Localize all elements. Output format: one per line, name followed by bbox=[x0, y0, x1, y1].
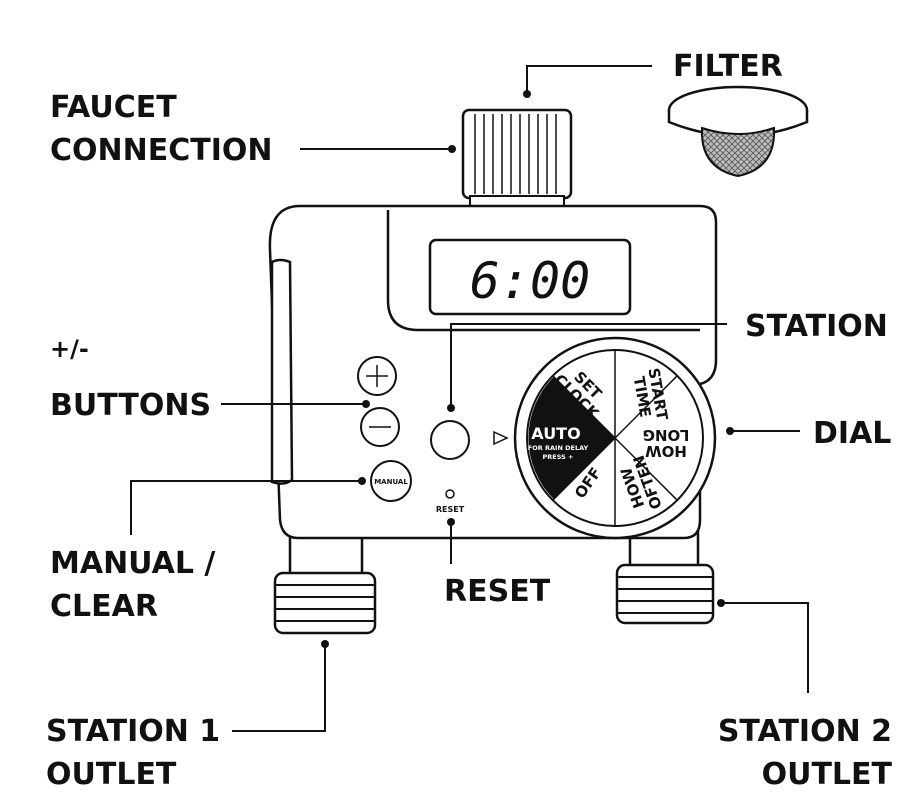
dial-how-long-line1: HOW bbox=[645, 442, 687, 460]
plus-icon bbox=[366, 365, 388, 387]
station-1-outlet-fitting bbox=[273, 533, 377, 635]
label-station2-line1: STATION 2 bbox=[718, 714, 892, 749]
display-time: 6:00 bbox=[470, 252, 590, 310]
callout-dots bbox=[321, 90, 734, 648]
reset-small-label: RESET bbox=[436, 505, 465, 514]
minus-button[interactable] bbox=[360, 407, 400, 447]
label-manual-line2: CLEAR bbox=[50, 589, 158, 624]
lcd-display: 6:00 bbox=[428, 238, 632, 316]
manual-button[interactable]: MANUAL bbox=[370, 460, 412, 502]
label-faucet-line2: CONNECTION bbox=[50, 133, 272, 168]
label-station1-line2: OUTLET bbox=[46, 757, 177, 792]
label-filter: FILTER bbox=[673, 49, 783, 84]
pointer-triangle-icon bbox=[493, 430, 509, 446]
dial-how-long-line2: LONG bbox=[643, 426, 690, 444]
plus-button[interactable] bbox=[357, 356, 397, 396]
label-buttons: BUTTONS bbox=[50, 388, 211, 423]
callout-lines bbox=[130, 65, 809, 732]
label-manual-line1: MANUAL / bbox=[50, 546, 215, 581]
program-dial[interactable]: SET CLOCK START TIME HOW LONG HOW OFTEN … bbox=[513, 336, 717, 540]
faucet-connector bbox=[461, 108, 573, 211]
label-station: STATION bbox=[745, 309, 888, 344]
label-dial: DIAL bbox=[813, 416, 891, 451]
label-plus-minus: +/- bbox=[50, 335, 89, 363]
label-faucet-line1: FAUCET bbox=[50, 90, 177, 125]
reset-pinhole[interactable]: RESET bbox=[436, 489, 465, 514]
dial-auto-sub2: PRESS + bbox=[543, 453, 574, 461]
filter-illustration bbox=[667, 85, 809, 178]
label-station2-line2: OUTLET bbox=[762, 757, 893, 792]
dial-auto: AUTO bbox=[531, 424, 580, 443]
label-reset: RESET bbox=[444, 574, 551, 609]
dial-auto-sub1: FOR RAIN DELAY bbox=[528, 444, 589, 452]
manual-button-label: MANUAL bbox=[374, 478, 408, 486]
label-station1-line1: STATION 1 bbox=[46, 714, 220, 749]
station-button[interactable] bbox=[430, 420, 470, 460]
